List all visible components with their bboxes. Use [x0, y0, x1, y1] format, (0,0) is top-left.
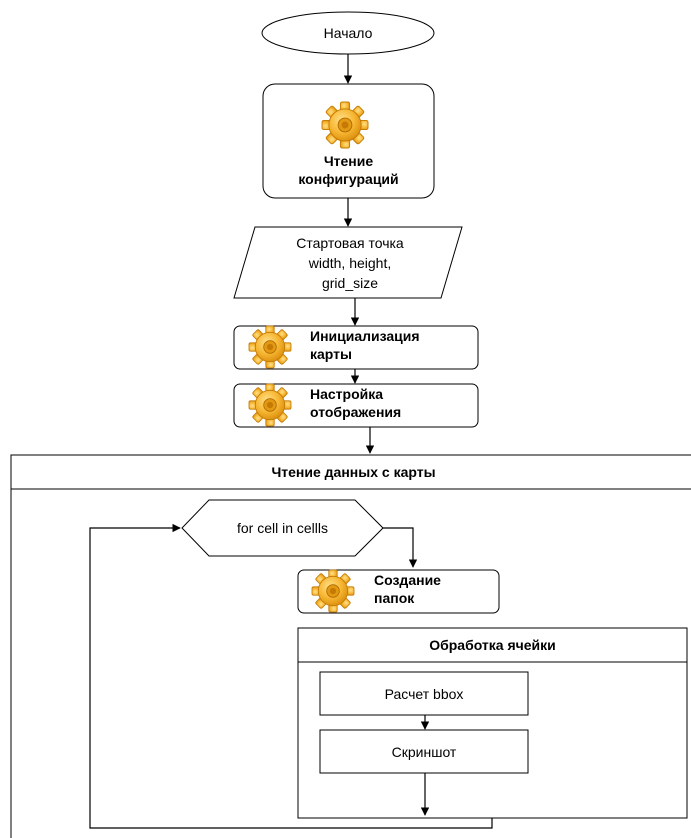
input-node: [233, 226, 463, 299]
init-map-label-line1: Инициализация: [310, 328, 420, 344]
loop-back-arrow: [89, 523, 493, 829]
setup-display-label-line1: Настройка: [310, 386, 384, 402]
init-map-label: Инициализация карты: [310, 327, 475, 369]
calc-bbox-label: Расчет bbox: [384, 685, 464, 702]
setup-display-node: [233, 383, 479, 428]
input-label: Стартовая точка width, height, grid_size: [250, 232, 450, 294]
input-label-line2: width, height,: [308, 255, 392, 271]
gear-icon: [321, 101, 369, 149]
gear-icon: [248, 325, 292, 369]
cell-container-title: Обработка ячейки: [429, 637, 556, 653]
setup-display-label-line2: отображения: [310, 404, 402, 420]
calc-bbox-node: [319, 671, 529, 716]
arrow-loop-to-folders: [383, 527, 418, 568]
create-folders-label-line1: Создание: [374, 572, 441, 588]
gear-icon: [248, 383, 292, 427]
start-label: Начало: [323, 25, 373, 41]
input-label-line3: grid_size: [321, 275, 379, 291]
read-config-label-line2: конфигураций: [298, 171, 399, 187]
init-map-label-line2: карты: [310, 346, 352, 362]
screenshot-node: [319, 729, 529, 774]
read-config-label-line1: Чтение: [323, 153, 374, 169]
screenshot-label: Скриншот: [391, 743, 457, 760]
read-config-label: Чтение конфигураций: [263, 150, 434, 190]
gear-icon: [311, 569, 355, 613]
cell-container: [297, 627, 688, 819]
loop-container-title: Чтение данных с карты: [271, 464, 436, 480]
loop-header-label: for cell in cellls: [236, 520, 329, 536]
loop-header-node: [181, 499, 384, 557]
setup-display-label: Настройка отображения: [310, 385, 475, 427]
input-label-line1: Стартовая точка: [296, 235, 404, 251]
init-map-node: [233, 325, 479, 370]
create-folders-label-line2: папок: [374, 590, 415, 606]
create-folders-label: Создание папок: [374, 571, 494, 613]
